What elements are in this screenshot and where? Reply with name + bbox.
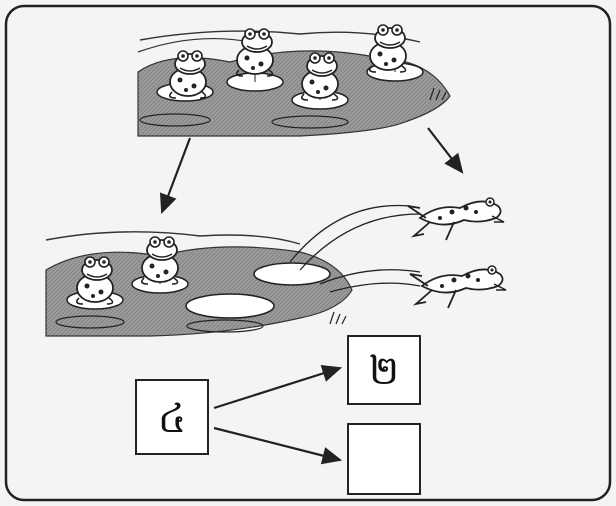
remaining-digit: ២ [369, 348, 399, 394]
frog-top-2 [235, 28, 274, 77]
frog-jumping-2 [409, 265, 507, 309]
jumped-answer-box[interactable] [347, 423, 421, 495]
arrow-top-to-left [159, 137, 192, 215]
jump-trails [289, 204, 421, 293]
worksheet-frame [4, 4, 612, 502]
frog-top-1 [168, 50, 207, 99]
start-count-digit: ៤ [158, 396, 186, 442]
arrow-top-to-right [427, 127, 464, 174]
frog-top-4 [368, 24, 407, 73]
remaining-box: ២ [347, 335, 421, 405]
arrow-to-remaining [213, 364, 343, 410]
arrow-to-jumped [213, 426, 343, 465]
frog-jumping-1 [407, 197, 505, 241]
start-count-box: ៤ [135, 379, 209, 455]
pond-bottom-left [45, 231, 353, 337]
frog-bottom-left-2 [140, 236, 179, 285]
